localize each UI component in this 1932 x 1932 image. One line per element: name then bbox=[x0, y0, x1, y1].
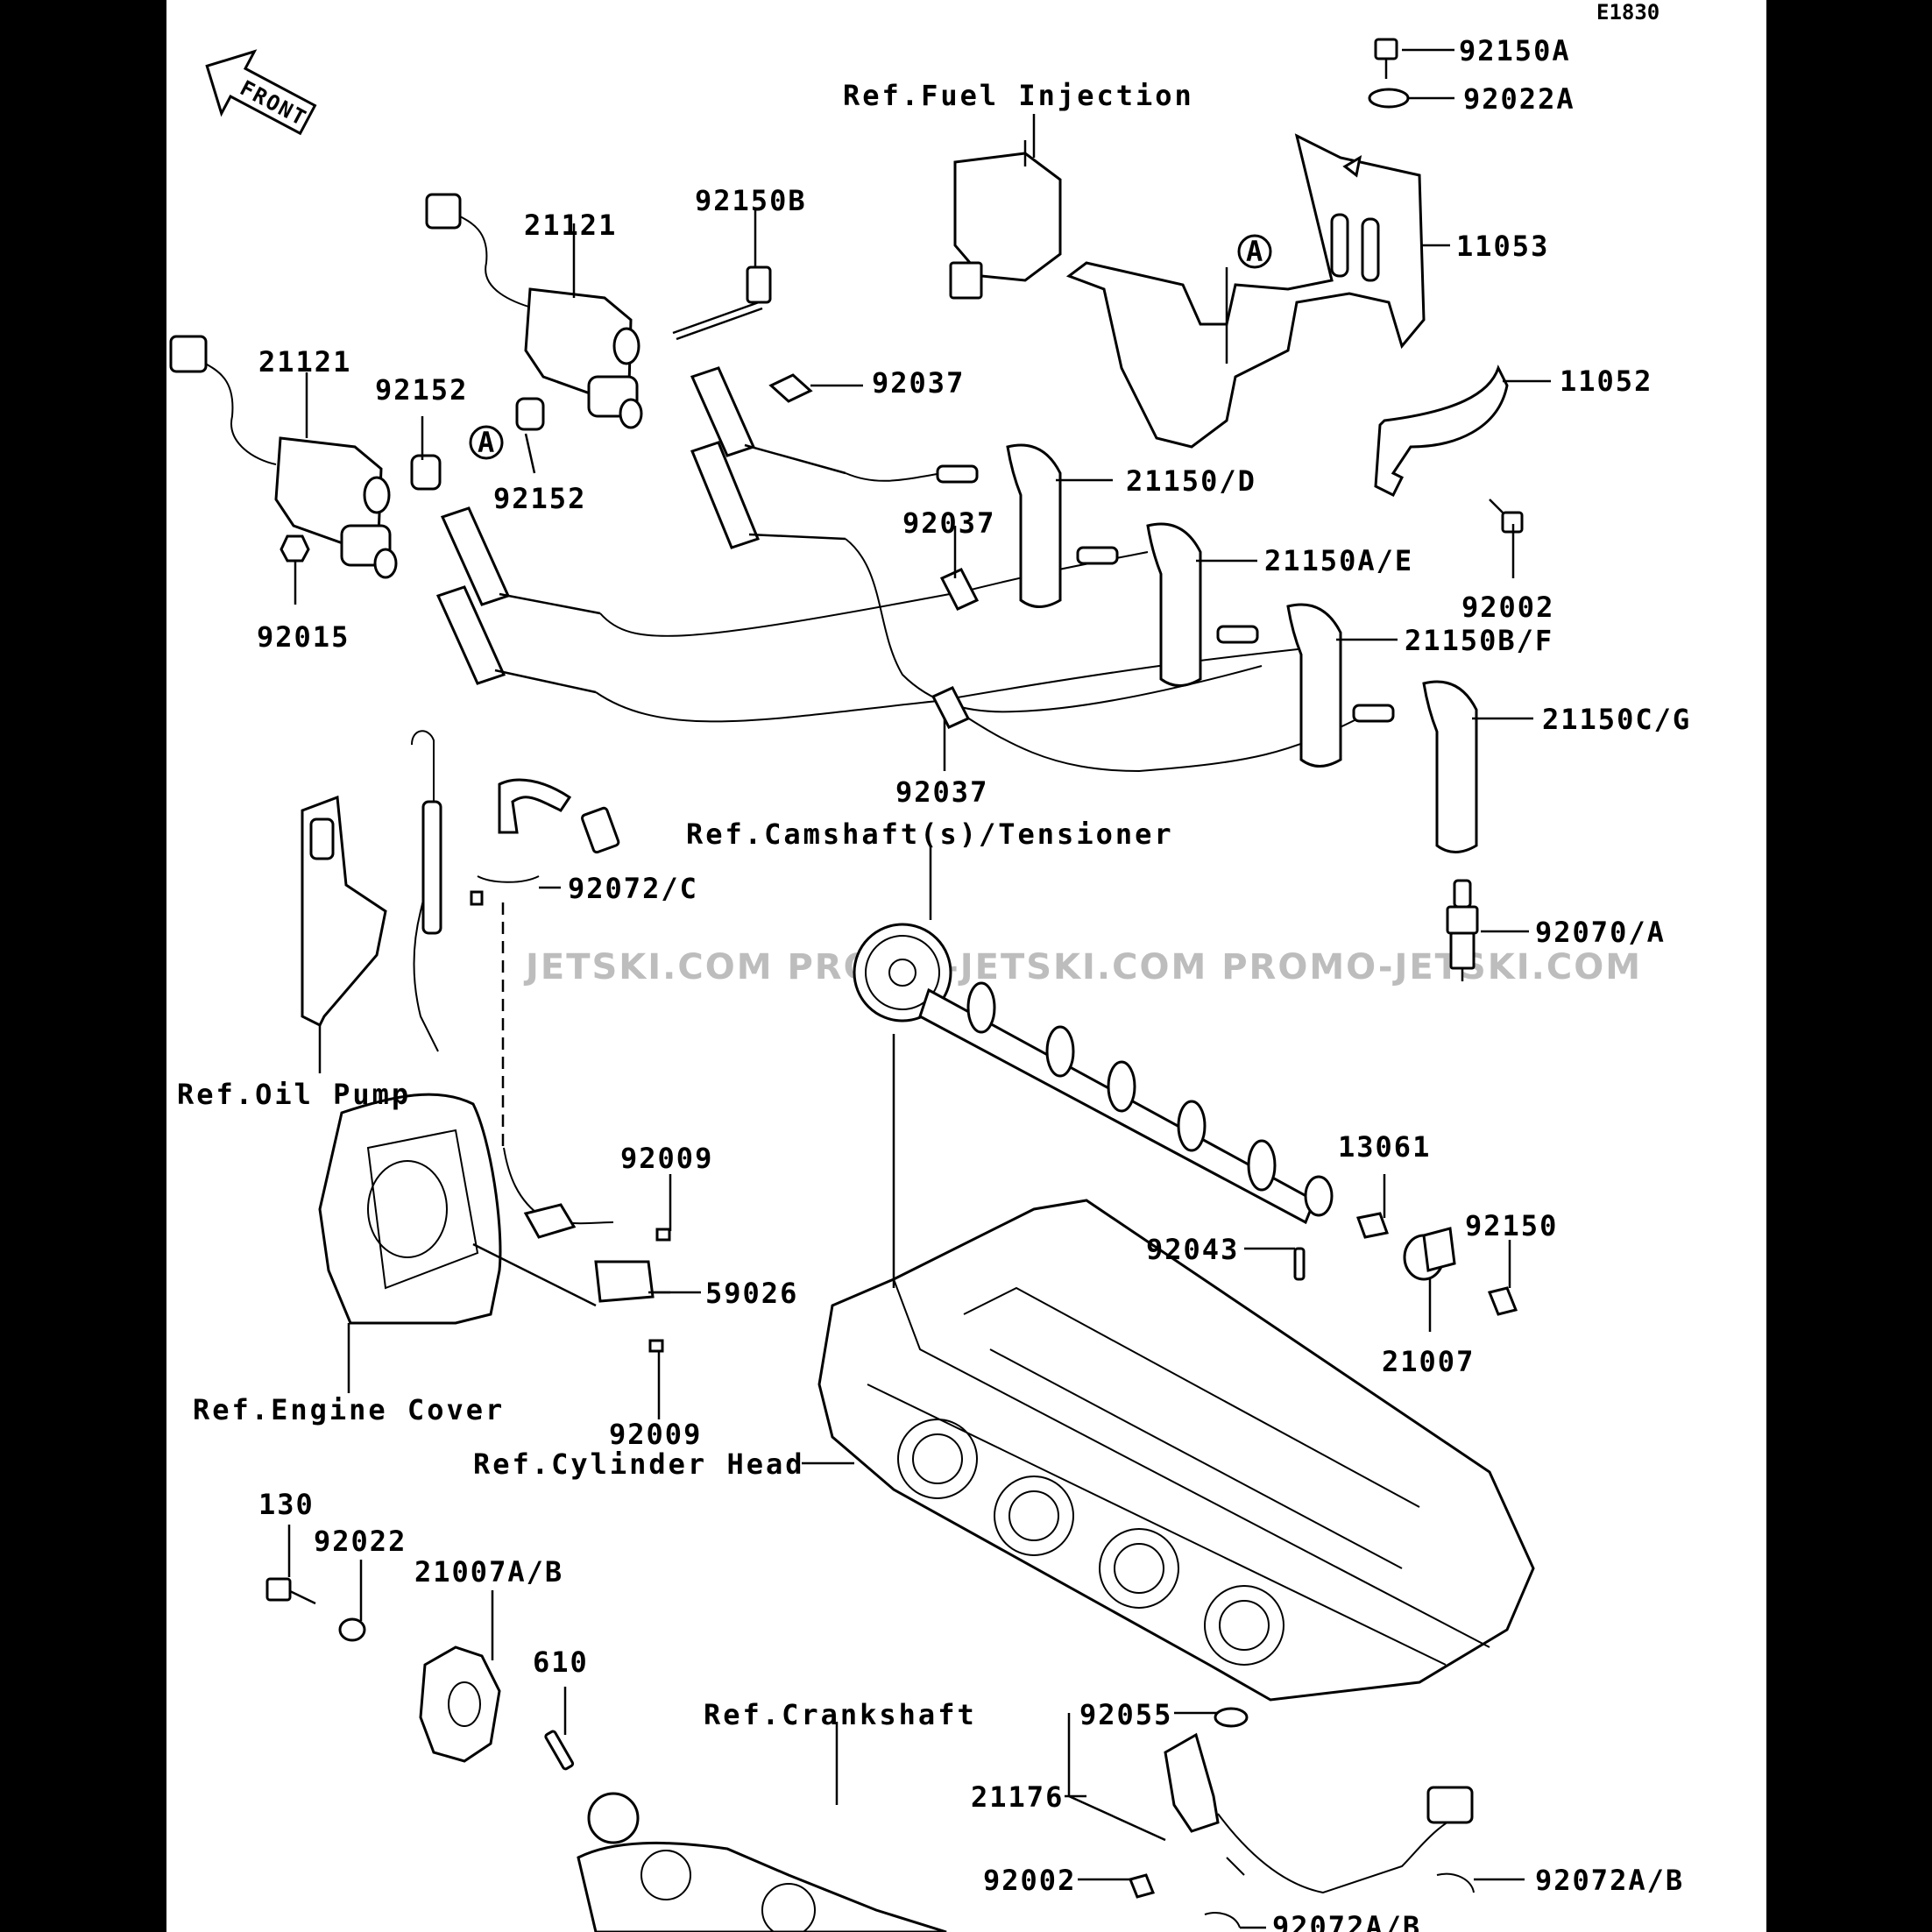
label-92072AB-right: 92072A/B bbox=[1535, 1864, 1684, 1897]
label-92009-low: 92009 bbox=[609, 1418, 702, 1451]
leader-lines bbox=[287, 48, 1551, 1929]
label-92037-mid: 92037 bbox=[902, 506, 995, 540]
label-92015: 92015 bbox=[257, 620, 350, 654]
label-92002-top: 92002 bbox=[1461, 591, 1554, 624]
ref-camshaft: Ref.Camshaft(s)/Tensioner bbox=[686, 817, 1174, 851]
pin-610 bbox=[544, 1730, 575, 1771]
bolt-92002-top bbox=[1489, 499, 1524, 534]
pin-92043 bbox=[1293, 1247, 1306, 1281]
callout-a-left-text: A bbox=[478, 426, 496, 459]
plug-cap-wires bbox=[435, 366, 1359, 773]
pickup-coil-59026 bbox=[503, 1147, 671, 1353]
nut-92015 bbox=[280, 534, 310, 563]
plug-cap-21150A-E bbox=[1076, 522, 1202, 687]
ref-fuel-injection: Ref.Fuel Injection bbox=[843, 79, 1194, 112]
label-21150-D: 21150/D bbox=[1126, 464, 1256, 498]
label-92150B: 92150B bbox=[695, 184, 807, 217]
spark-plug-92070A bbox=[1446, 879, 1479, 981]
plug-cap-21150-D bbox=[936, 443, 1062, 608]
bolt-92150 bbox=[1487, 1286, 1518, 1316]
callout-a-right: A bbox=[1237, 234, 1272, 269]
bolt-130 bbox=[265, 1577, 316, 1605]
collar-92152-left bbox=[410, 454, 442, 491]
label-11053: 11053 bbox=[1456, 230, 1549, 263]
ignition-coil-upper bbox=[425, 193, 643, 429]
label-21150A-E: 21150A/E bbox=[1264, 544, 1413, 577]
label-92150A: 92150A bbox=[1459, 34, 1571, 67]
cylinder-head bbox=[817, 1199, 1535, 1702]
washer-92022A bbox=[1368, 88, 1410, 109]
label-130: 130 bbox=[258, 1488, 315, 1521]
ref-cylinder-head: Ref.Cylinder Head bbox=[473, 1447, 805, 1481]
callout-a-right-text: A bbox=[1246, 235, 1264, 268]
label-92002-low: 92002 bbox=[983, 1864, 1076, 1897]
ref-oil-pump: Ref.Oil Pump bbox=[177, 1078, 411, 1111]
timing-rotor-21007AB bbox=[419, 1645, 501, 1763]
camshaft bbox=[853, 923, 1334, 1225]
clamp-92037-low bbox=[931, 686, 971, 729]
bolt-92150B bbox=[672, 265, 772, 341]
label-11052: 11052 bbox=[1560, 364, 1652, 398]
label-92072AB-bottom: 92072A/B bbox=[1272, 1910, 1421, 1932]
clamp-92037-top bbox=[768, 373, 813, 403]
label-21176: 21176 bbox=[971, 1780, 1064, 1814]
engine-cover bbox=[318, 1093, 597, 1325]
label-21007A-B: 21007A/B bbox=[414, 1555, 563, 1589]
oil-pump-bracket bbox=[301, 730, 442, 1052]
crank-sensor-21176 bbox=[1128, 1707, 1475, 1928]
bolt-13061 bbox=[1355, 1212, 1390, 1239]
sensor-wire bbox=[470, 778, 620, 1148]
collar-92152-mid bbox=[515, 397, 545, 431]
clamp-92037-mid bbox=[939, 568, 980, 611]
label-92022A: 92022A bbox=[1463, 82, 1575, 116]
label-21150C-G: 21150C/G bbox=[1542, 703, 1691, 736]
label-92072C: 92072/C bbox=[568, 872, 698, 905]
front-arrow-icon: FRONT bbox=[205, 49, 317, 136]
label-92070A: 92070/A bbox=[1535, 916, 1666, 949]
ref-crankshaft: Ref.Crankshaft bbox=[704, 1698, 977, 1731]
washer-92022 bbox=[338, 1617, 366, 1642]
label-92022: 92022 bbox=[314, 1525, 407, 1558]
plug-cap-21150B-F bbox=[1216, 603, 1342, 768]
label-59026: 59026 bbox=[705, 1277, 798, 1310]
bracket-11053 bbox=[1065, 133, 1426, 449]
plug-cap-21150C-G bbox=[1352, 680, 1478, 853]
label-92037-top: 92037 bbox=[872, 366, 965, 400]
callout-a-left: A bbox=[469, 425, 504, 460]
bolt-92150A bbox=[1374, 38, 1398, 79]
diagram-code: E1830 bbox=[1596, 0, 1660, 25]
label-92055: 92055 bbox=[1079, 1698, 1172, 1731]
label-92152-left: 92152 bbox=[375, 373, 468, 407]
ignition-coil-lower bbox=[169, 335, 398, 579]
label-21121-upper: 21121 bbox=[524, 209, 617, 242]
label-21007: 21007 bbox=[1382, 1345, 1475, 1378]
label-92037-low: 92037 bbox=[895, 775, 988, 809]
ref-engine-cover: Ref.Engine Cover bbox=[193, 1393, 505, 1426]
fuel-injection-unit bbox=[949, 140, 1062, 300]
rotor-21007 bbox=[1403, 1227, 1456, 1281]
label-92150: 92150 bbox=[1465, 1209, 1558, 1242]
label-92009-top: 92009 bbox=[620, 1142, 713, 1175]
label-21121-lower: 21121 bbox=[258, 345, 351, 379]
label-21150B-F: 21150B/F bbox=[1405, 624, 1553, 657]
label-92043: 92043 bbox=[1146, 1233, 1239, 1266]
stay-11052 bbox=[1374, 364, 1509, 498]
crankshaft bbox=[577, 1792, 947, 1932]
label-610: 610 bbox=[533, 1645, 589, 1679]
label-92152-mid: 92152 bbox=[493, 482, 586, 515]
label-13061: 13061 bbox=[1338, 1130, 1431, 1164]
